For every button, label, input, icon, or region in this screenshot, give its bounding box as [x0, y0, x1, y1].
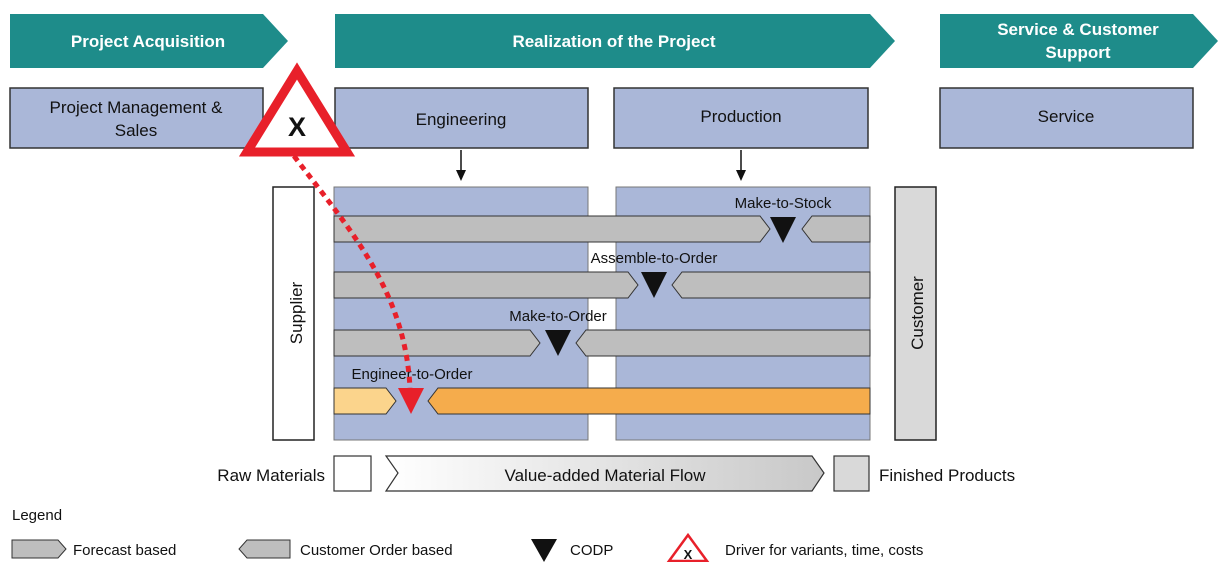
codp-marker	[545, 330, 571, 356]
dept-label: Engineering	[416, 110, 507, 129]
finished-products-box	[833, 455, 870, 492]
dept-production: Production	[613, 87, 869, 149]
finished-products-label: Finished Products	[879, 466, 1015, 485]
customer-order-legend-swatch	[238, 539, 291, 559]
strategy-label: Assemble-to-Order	[591, 250, 718, 267]
raw-materials-label: Raw Materials	[217, 466, 325, 485]
codp-marker	[770, 217, 796, 243]
strategy-row-make-to-order: Make-to-Order	[333, 308, 871, 357]
strategy-row-engineer-to-order: Engineer-to-Order	[333, 366, 871, 415]
codp-marker	[641, 272, 667, 298]
strategy-row-make-to-stock: Make-to-Stock	[333, 195, 871, 243]
driver-legend-label: Driver for variants, time, costs	[725, 542, 923, 559]
phase-project-acquisition: Project Acquisition	[10, 14, 288, 68]
supplier-box: Supplier	[272, 186, 315, 441]
strategy-label: Make-to-Stock	[735, 195, 832, 212]
codp-legend-label: CODP	[570, 542, 613, 559]
phase-label: Project Acquisition	[71, 32, 225, 51]
engineer-to-order-codp-marker	[398, 388, 424, 414]
forecast-legend-swatch	[11, 539, 67, 559]
dept-label: Production	[700, 107, 781, 126]
phase-service-support: Service & Customer Support	[940, 14, 1218, 68]
phase-realization: Realization of the Project	[335, 14, 895, 68]
value-added-flow-label: Value-added Material Flow	[505, 466, 707, 485]
strategy-label: Make-to-Order	[509, 308, 607, 325]
dept-label: Service	[1038, 107, 1095, 126]
strategy-row-assemble-to-order: Assemble-to-Order	[333, 250, 871, 299]
phase-label-line1: Service & Customer	[997, 20, 1159, 39]
driver-warning-icon: X	[238, 62, 356, 157]
material-flow-row: Raw Materials Value-added Material Flow …	[217, 455, 1015, 492]
customer-box: Customer	[894, 186, 937, 441]
driver-legend-icon: X	[666, 532, 710, 562]
driver-dotted-arrow	[292, 154, 413, 389]
strategy-label: Engineer-to-Order	[352, 366, 473, 383]
legend-title: Legend	[12, 507, 62, 524]
engineering-down-arrow	[456, 150, 466, 181]
raw-materials-box	[333, 455, 372, 492]
production-down-arrow	[736, 150, 746, 181]
supplier-label: Supplier	[287, 281, 306, 344]
value-added-flow-arrow	[384, 455, 825, 492]
customer-label: Customer	[908, 276, 927, 350]
dept-label-line1: Project Management &	[50, 98, 224, 117]
phase-label-line2: Support	[1045, 43, 1110, 62]
phase-label: Realization of the Project	[512, 32, 715, 51]
dept-project-management-sales: Project Management & Sales	[9, 87, 264, 149]
dept-service: Service	[939, 87, 1194, 149]
legend: Legend Forecast based Customer Order bas…	[11, 507, 923, 562]
codp-legend-swatch	[531, 539, 557, 562]
dept-engineering: Engineering	[334, 87, 589, 149]
driver-marker-text: X	[288, 112, 306, 142]
driver-legend-marker: X	[684, 547, 693, 562]
dept-label-line2: Sales	[115, 121, 158, 140]
forecast-legend-label: Forecast based	[73, 542, 176, 559]
customer-order-legend-label: Customer Order based	[300, 542, 453, 559]
